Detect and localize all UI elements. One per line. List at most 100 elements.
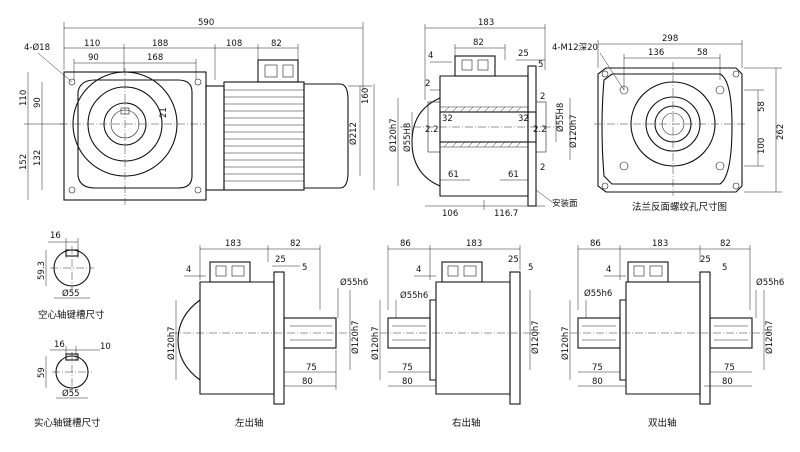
flange-view: 298 136 58 4-M12深20 58 100 262 法兰反面 bbox=[552, 34, 786, 213]
double-dim-5: 5 bbox=[722, 263, 727, 273]
solid-dim-10: 10 bbox=[100, 342, 111, 352]
dim-110: 110 bbox=[84, 39, 100, 49]
double-dim-80-a: 80 bbox=[592, 377, 603, 387]
dim-v132: 132 bbox=[33, 150, 43, 166]
dim-108: 108 bbox=[226, 39, 242, 49]
dim-2-c: 2 bbox=[540, 163, 545, 173]
right-dim-55h6: Ø55h6 bbox=[400, 290, 428, 301]
dim-v110: 110 bbox=[19, 90, 29, 106]
right-shaft-view: 86 183 25 5 4 Ø55h6 Ø120h7 Ø120h7 75 80 … bbox=[370, 239, 541, 429]
dim-188: 188 bbox=[152, 39, 168, 49]
left-dim-120h7-b: Ø120h7 bbox=[350, 320, 361, 354]
double-dim-4: 4 bbox=[606, 265, 611, 275]
double-dim-80-b: 80 bbox=[722, 377, 733, 387]
dim-v58: 58 bbox=[757, 101, 767, 112]
dim-2-2-a: 2.2 bbox=[425, 125, 439, 135]
dim-61-a: 61 bbox=[448, 170, 459, 180]
dim-82: 82 bbox=[271, 39, 282, 49]
double-dim-55h6-a: Ø55h6 bbox=[584, 288, 612, 299]
dim-106: 106 bbox=[442, 209, 458, 219]
left-dim-55h6: Ø55h6 bbox=[340, 277, 368, 288]
dim-120h7-b: Ø120h7 bbox=[568, 114, 579, 148]
double-dim-55h6-b: Ø55h6 bbox=[756, 277, 784, 288]
dim-90: 90 bbox=[88, 53, 99, 63]
double-dim-120h7-a: Ø120h7 bbox=[560, 326, 571, 360]
double-shaft-caption: 双出轴 bbox=[648, 417, 677, 429]
dim-32-b: 32 bbox=[518, 114, 529, 124]
motor-fins bbox=[224, 89, 304, 182]
dim-168: 168 bbox=[147, 53, 163, 63]
dim-100: 100 bbox=[757, 138, 767, 154]
dim-4: 4 bbox=[428, 51, 433, 61]
dim-2-a: 2 bbox=[425, 79, 430, 89]
double-dim-75-a: 75 bbox=[592, 363, 603, 373]
double-dim-25: 25 bbox=[700, 255, 711, 265]
left-shaft-caption: 左出轴 bbox=[235, 417, 264, 429]
right-dim-5: 5 bbox=[528, 263, 533, 273]
double-dim-120h7-b: Ø120h7 bbox=[764, 320, 775, 354]
right-dim-120h7-b: Ø120h7 bbox=[530, 320, 541, 354]
solid-key-view: 16 10 59 Ø55 实心轴键槽尺寸 bbox=[34, 340, 111, 429]
mount-face-label: 安装面 bbox=[552, 198, 578, 209]
dim-82: 82 bbox=[473, 38, 484, 48]
dim-2-b: 2 bbox=[540, 92, 545, 102]
right-dim-120h7-a: Ø120h7 bbox=[370, 326, 381, 360]
right-dim-80: 80 bbox=[402, 377, 413, 387]
key-21: 21 bbox=[159, 107, 169, 118]
hollow-key-view: 16 59.3 Ø55 空心轴键槽尺寸 bbox=[37, 231, 105, 321]
dim-183: 183 bbox=[478, 18, 494, 28]
dim-262: 262 bbox=[776, 124, 786, 140]
dim-58: 58 bbox=[697, 48, 708, 58]
dim-136: 136 bbox=[648, 48, 664, 58]
dim-212: Ø212 bbox=[348, 122, 359, 145]
right-shaft-caption: 右出轴 bbox=[452, 417, 481, 429]
dim-590: 590 bbox=[198, 18, 214, 28]
dim-55h8-a: Ø55H8 bbox=[402, 123, 413, 152]
dim-120h7-a: Ø120h7 bbox=[388, 118, 399, 152]
solid-dim-59: 59 bbox=[37, 367, 47, 378]
dim-116-7: 116.7 bbox=[494, 209, 518, 219]
solid-dim-16: 16 bbox=[54, 340, 65, 350]
flange-caption: 法兰反面螺纹孔尺寸图 bbox=[632, 201, 727, 213]
left-dim-75: 75 bbox=[306, 363, 317, 373]
left-dim-120h7-a: Ø120h7 bbox=[166, 326, 177, 360]
right-dim-75: 75 bbox=[402, 363, 413, 373]
dim-61-b: 61 bbox=[508, 170, 519, 180]
left-dim-82: 82 bbox=[290, 239, 301, 249]
solid-dim-55: Ø55 bbox=[62, 388, 80, 399]
double-dim-82: 82 bbox=[720, 239, 731, 249]
hole-m12: 4-M12深20 bbox=[552, 43, 598, 53]
double-dim-183: 183 bbox=[652, 239, 668, 249]
left-dim-25: 25 bbox=[275, 255, 286, 265]
dim-2-2-b: 2.2 bbox=[533, 125, 547, 135]
hollow-dim-55: Ø55 bbox=[62, 288, 80, 299]
left-dim-183: 183 bbox=[225, 239, 241, 249]
hollow-key-caption: 空心轴键槽尺寸 bbox=[38, 309, 105, 321]
dim-55h8-b: Ø55H8 bbox=[555, 103, 566, 132]
left-dim-80: 80 bbox=[302, 377, 313, 387]
double-dim-86: 86 bbox=[590, 239, 601, 249]
right-dim-183: 183 bbox=[466, 239, 482, 249]
dim-298: 298 bbox=[662, 34, 678, 44]
left-dim-4: 4 bbox=[186, 265, 191, 275]
dim-v152: 152 bbox=[19, 154, 29, 170]
side-section-view: 183 82 4 25 5 bbox=[388, 18, 579, 219]
dim-5: 5 bbox=[538, 60, 543, 70]
solid-key-caption: 实心轴键槽尺寸 bbox=[34, 417, 101, 429]
right-dim-86: 86 bbox=[400, 239, 411, 249]
hollow-dim-16: 16 bbox=[50, 231, 61, 241]
section-hatch bbox=[443, 106, 522, 148]
left-dim-5: 5 bbox=[302, 263, 307, 273]
dim-160: 160 bbox=[361, 88, 371, 104]
left-shaft-view: 183 82 4 25 5 Ø120h7 Ø120h7 Ø55h6 75 80 … bbox=[166, 239, 368, 429]
dim-32-a: 32 bbox=[442, 114, 453, 124]
double-shaft-view: 86 183 82 4 25 5 Ø55h6 Ø55h6 Ø120h7 Ø120… bbox=[560, 239, 784, 429]
double-dim-75-b: 75 bbox=[724, 363, 735, 373]
dim-25: 25 bbox=[518, 49, 529, 59]
hollow-dim-59-3: 59.3 bbox=[37, 261, 47, 280]
right-dim-4: 4 bbox=[416, 265, 421, 275]
hole-4-18: 4-Ø18 bbox=[24, 42, 50, 53]
right-dim-25: 25 bbox=[508, 255, 519, 265]
